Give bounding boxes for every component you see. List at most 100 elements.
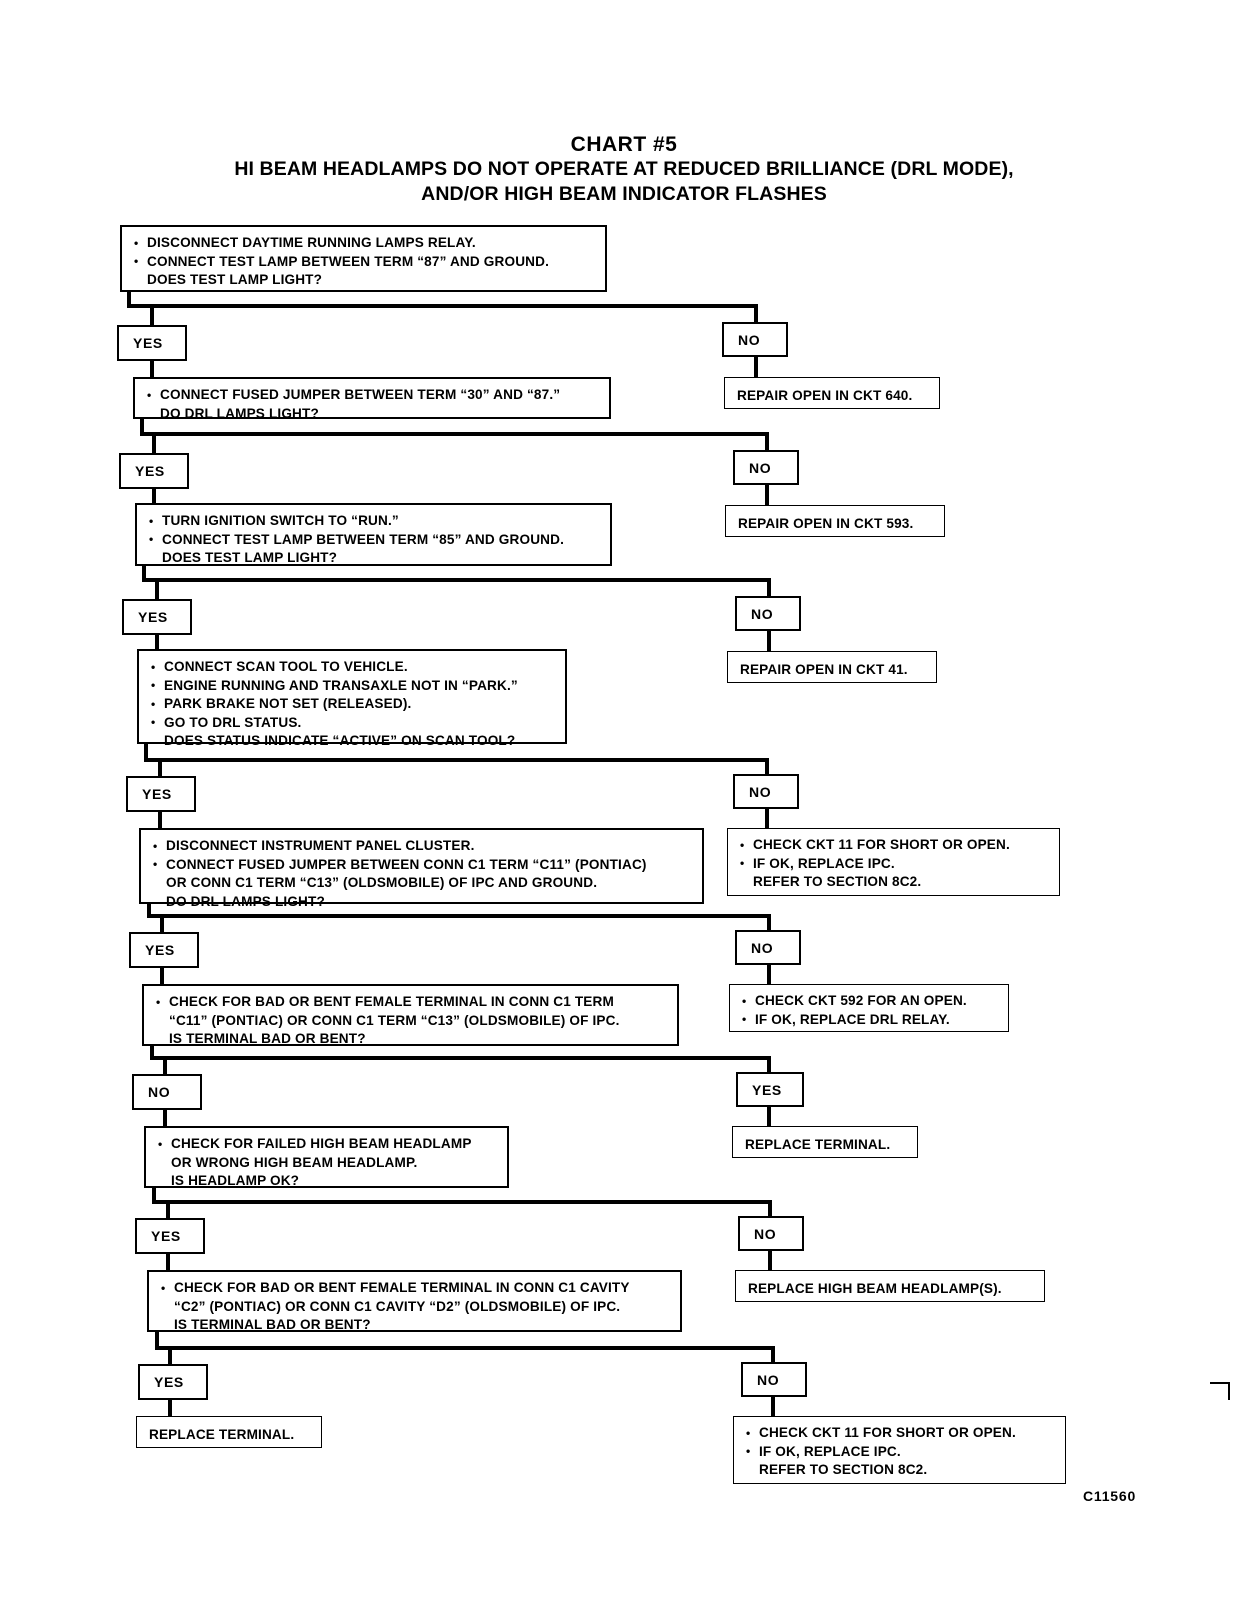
connector-yes2-down xyxy=(152,488,156,504)
connector-bus-4 xyxy=(144,758,769,762)
result-check-ckt-11-a-box: CHECK CKT 11 FOR SHORT OR OPEN. IF OK, R… xyxy=(727,828,1060,896)
step-3-box: TURN IGNITION SWITCH TO “RUN.” CONNECT T… xyxy=(135,503,612,566)
decision-7-yes: YES xyxy=(135,1218,205,1254)
step-4-line-4: GO TO DRL STATUS. xyxy=(151,713,555,733)
result-check-ckt-11-b-text: CHECK CKT 11 FOR SHORT OR OPEN. IF OK, R… xyxy=(734,1417,1065,1487)
decision-3-no-label: NO xyxy=(751,605,774,622)
result-repair-ckt-41-text: REPAIR OPEN IN CKT 41. xyxy=(740,662,908,677)
connector-bus8-to-yes8 xyxy=(168,1346,172,1364)
connector-no6-down xyxy=(163,1108,167,1126)
connector-bus1-to-yes1 xyxy=(150,304,154,325)
connector-bus4-to-yes4 xyxy=(158,758,162,776)
connector-bus4-to-no4 xyxy=(765,758,769,776)
step-2-box: CONNECT FUSED JUMPER BETWEEN TERM “30” A… xyxy=(133,377,611,421)
result-check-ckt-11-b-line-3: REFER TO SECTION 8C2. xyxy=(759,1462,928,1477)
result-replace-terminal-bottom-box: REPLACE TERMINAL. xyxy=(136,1416,322,1448)
step-3-text: TURN IGNITION SWITCH TO “RUN.” CONNECT T… xyxy=(137,505,610,575)
result-repair-ckt-593-box: REPAIR OPEN IN CKT 593. xyxy=(725,505,945,537)
connector-step2-down xyxy=(140,418,144,436)
connector-bus1-to-no1 xyxy=(754,304,758,325)
decision-8-no-label: NO xyxy=(757,1371,780,1388)
connector-no1-down xyxy=(754,356,758,378)
result-replace-terminal-right-box: REPLACE TERMINAL. xyxy=(732,1126,918,1158)
step-8-box: CHECK FOR BAD OR BENT FEMALE TERMINAL IN… xyxy=(147,1270,682,1332)
step-8-line-2: “C2” (PONTIAC) OR CONN C1 CAVITY “D2” (O… xyxy=(174,1298,621,1314)
result-repair-ckt-593-text: REPAIR OPEN IN CKT 593. xyxy=(738,516,914,531)
decision-5-yes-label: YES xyxy=(145,942,175,958)
step-1-line-2: CONNECT TEST LAMP BETWEEN TERM “87” AND … xyxy=(134,252,595,272)
connector-step6-down xyxy=(150,1042,154,1060)
result-replace-headlamps-box: REPLACE HIGH BEAM HEADLAMP(S). xyxy=(735,1270,1045,1302)
connector-bus-1 xyxy=(127,304,758,308)
decision-6-yes: YES xyxy=(736,1072,804,1107)
decision-4-no: NO xyxy=(733,774,799,809)
connector-yes4-down xyxy=(158,810,162,828)
decision-5-yes: YES xyxy=(129,932,199,968)
decision-3-no: NO xyxy=(735,596,801,631)
result-check-ckt-11-a-text: CHECK CKT 11 FOR SHORT OR OPEN. IF OK, R… xyxy=(728,829,1059,899)
connector-bus-3 xyxy=(142,578,771,582)
step-1-line-3: DOES TEST LAMP LIGHT? xyxy=(147,272,323,287)
connector-bus2-to-yes2 xyxy=(152,432,156,453)
connector-bus5-to-yes5 xyxy=(160,914,164,932)
step-3-line-1: TURN IGNITION SWITCH TO “RUN.” xyxy=(149,512,600,531)
connector-yes8-down xyxy=(168,1398,172,1416)
result-check-ckt-592-line-1: CHECK CKT 592 FOR AN OPEN. xyxy=(742,992,998,1011)
step-5-box: DISCONNECT INSTRUMENT PANEL CLUSTER. CON… xyxy=(139,828,704,909)
step-3-line-3: DOES TEST LAMP LIGHT? xyxy=(162,550,338,565)
connector-yes7-down xyxy=(166,1252,170,1270)
result-check-ckt-11-a-line-3: REFER TO SECTION 8C2. xyxy=(753,874,922,889)
step-4-line-3: PARK BRAKE NOT SET (RELEASED). xyxy=(151,695,555,714)
chart-title-line-1: HI BEAM HEADLAMPS DO NOT OPERATE AT REDU… xyxy=(234,158,1014,180)
connector-no3-down xyxy=(767,630,771,652)
drawing-number: C11560 xyxy=(1083,1488,1137,1504)
step-1-text: DISCONNECT DAYTIME RUNNING LAMPS RELAY. … xyxy=(122,227,605,297)
connector-bus3-to-yes3 xyxy=(155,578,159,599)
connector-step8-down xyxy=(155,1332,159,1350)
connector-step1-down xyxy=(127,290,131,308)
decision-2-yes: YES xyxy=(119,453,189,489)
result-check-ckt-11-a-line-2: IF OK, REPLACE IPC. xyxy=(740,854,1049,874)
decision-4-yes: YES xyxy=(126,776,196,812)
step-7-line-3: IS HEADLAMP OK? xyxy=(171,1173,300,1188)
result-repair-ckt-640-text: REPAIR OPEN IN CKT 640. xyxy=(737,388,913,403)
step-1-box: DISCONNECT DAYTIME RUNNING LAMPS RELAY. … xyxy=(120,225,607,292)
step-2-line-2: DO DRL LAMPS LIGHT? xyxy=(160,405,319,421)
decision-5-no: NO xyxy=(735,930,801,965)
decision-2-yes-label: YES xyxy=(135,463,165,479)
result-check-ckt-11-b-line-1: CHECK CKT 11 FOR SHORT OR OPEN. xyxy=(746,1424,1055,1443)
connector-step4-down xyxy=(144,742,148,762)
decision-8-no: NO xyxy=(741,1362,807,1397)
step-5-line-2: CONNECT FUSED JUMPER BETWEEN CONN C1 TER… xyxy=(153,855,692,875)
connector-bus-6 xyxy=(150,1056,771,1060)
step-5-line-3: OR CONN C1 TERM “C13” (OLDSMOBILE) OF IP… xyxy=(166,875,598,890)
decision-8-yes-label: YES xyxy=(154,1374,184,1390)
result-check-ckt-11-b-box: CHECK CKT 11 FOR SHORT OR OPEN. IF OK, R… xyxy=(733,1416,1066,1484)
result-replace-terminal-bottom-text: REPLACE TERMINAL. xyxy=(149,1427,295,1442)
decision-6-no: NO xyxy=(132,1074,202,1110)
connector-step7-down xyxy=(152,1186,156,1204)
result-check-ckt-592-line-2: IF OK, REPLACE DRL RELAY. xyxy=(742,1010,998,1030)
connector-bus8-to-no8 xyxy=(771,1346,775,1364)
chart-number: CHART #5 xyxy=(570,133,678,156)
step-6-box: CHECK FOR BAD OR BENT FEMALE TERMINAL IN… xyxy=(142,984,679,1046)
decision-3-yes-label: YES xyxy=(138,609,168,625)
result-check-ckt-592-box: CHECK CKT 592 FOR AN OPEN. IF OK, REPLAC… xyxy=(729,984,1009,1032)
result-check-ckt-11-a-line-1: CHECK CKT 11 FOR SHORT OR OPEN. xyxy=(740,836,1049,855)
step-8-text: CHECK FOR BAD OR BENT FEMALE TERMINAL IN… xyxy=(149,1272,680,1342)
chart-title-block: CHART #5 HI BEAM HEADLAMPS DO NOT OPERAT… xyxy=(0,132,1248,207)
step-8-line-3: IS TERMINAL BAD OR BENT? xyxy=(174,1317,371,1332)
registration-mark-horizontal xyxy=(1210,1382,1230,1384)
connector-bus5-to-no5 xyxy=(767,914,771,932)
connector-yes1-down xyxy=(150,360,154,378)
connector-bus3-to-no3 xyxy=(767,578,771,599)
step-2-text: CONNECT FUSED JUMPER BETWEEN TERM “30” A… xyxy=(135,379,609,430)
step-4-line-1: CONNECT SCAN TOOL TO VEHICLE. xyxy=(151,658,555,677)
result-check-ckt-11-b-line-2: IF OK, REPLACE IPC. xyxy=(746,1442,1055,1462)
connector-bus-5 xyxy=(147,914,771,918)
step-2-line-1: CONNECT FUSED JUMPER BETWEEN TERM “30” A… xyxy=(147,386,599,405)
step-6-text: CHECK FOR BAD OR BENT FEMALE TERMINAL IN… xyxy=(144,986,677,1056)
decision-4-yes-label: YES xyxy=(142,786,172,802)
decision-1-yes: YES xyxy=(117,325,187,361)
step-6-line-3: IS TERMINAL BAD OR BENT? xyxy=(169,1031,366,1046)
